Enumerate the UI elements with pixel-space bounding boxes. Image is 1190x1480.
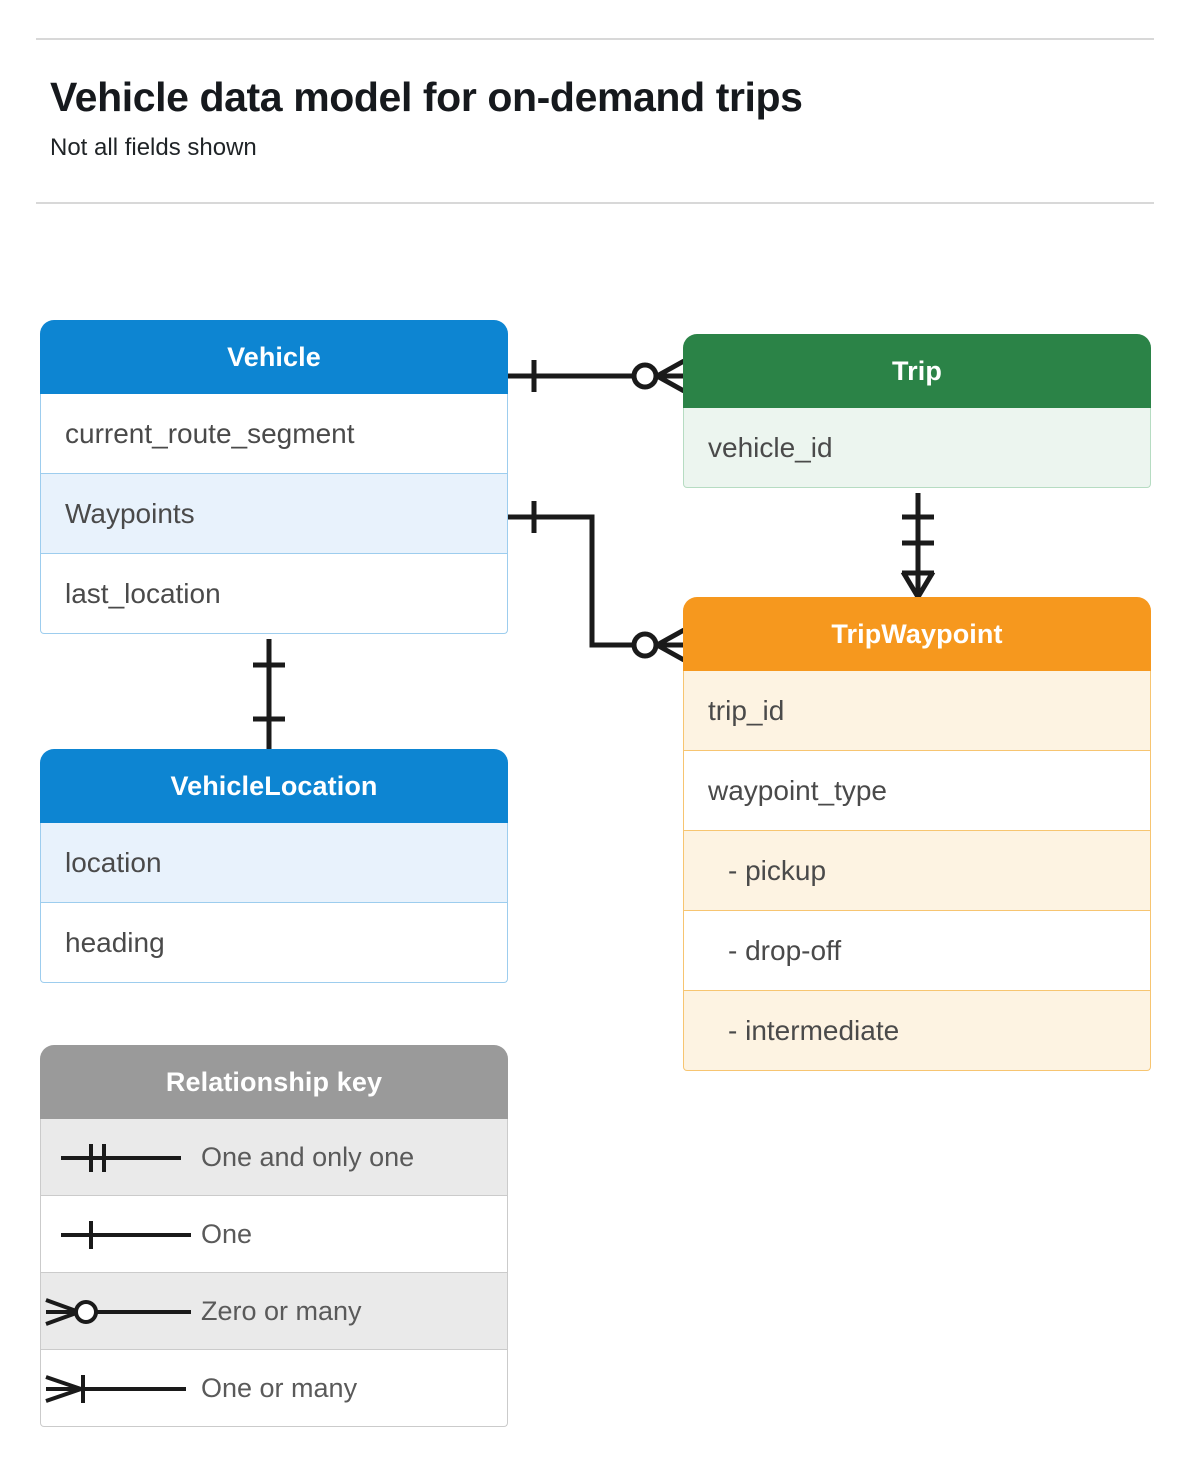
header-divider-top — [36, 38, 1154, 40]
legend-label-one-or-many: One or many — [201, 1372, 358, 1403]
page-title: Vehicle data model for on-demand trips — [50, 74, 803, 120]
entity-vehiclelocation-title: VehicleLocation — [40, 749, 508, 823]
legend-item-one-or-many: One or many — [40, 1350, 508, 1427]
entity-vehicle-title: Vehicle — [40, 320, 508, 394]
field-last-location[interactable]: last_location — [40, 554, 508, 634]
entity-vehicle[interactable]: Vehicle current_route_segment Waypoints … — [40, 320, 508, 634]
field-trip-id[interactable]: trip_id — [683, 671, 1151, 751]
one-or-many-icon — [41, 1350, 201, 1427]
legend-label-one: One — [201, 1218, 253, 1249]
entity-vehiclelocation[interactable]: VehicleLocation location heading — [40, 749, 508, 983]
legend-item-one-and-only-one: One and only one — [40, 1119, 508, 1196]
header-divider-bottom — [36, 202, 1154, 204]
legend-label-one-and-only-one: One and only one — [201, 1141, 415, 1172]
legend-label-zero-or-many: Zero or many — [201, 1295, 362, 1326]
field-location[interactable]: location — [40, 823, 508, 903]
enum-drop-off[interactable]: - drop-off — [683, 911, 1151, 991]
connector-waypoints-tripwaypoint — [508, 501, 686, 663]
field-waypoint-type[interactable]: waypoint_type — [683, 751, 1151, 831]
connector-vehicle-vehiclelocation — [253, 639, 285, 749]
connector-vehicle-trip — [508, 358, 686, 394]
field-current-route-segment[interactable]: current_route_segment — [40, 394, 508, 474]
field-vehicle-id[interactable]: vehicle_id — [683, 408, 1151, 488]
page-subtitle: Not all fields shown — [50, 134, 257, 161]
entity-trip-title: Trip — [683, 334, 1151, 408]
legend-item-zero-or-many: Zero or many — [40, 1273, 508, 1350]
field-heading[interactable]: heading — [40, 903, 508, 983]
legend-title: Relationship key — [40, 1045, 508, 1119]
entity-trip[interactable]: Trip vehicle_id — [683, 334, 1151, 488]
zero-or-many-icon — [41, 1273, 201, 1350]
entity-tripwaypoint-title: TripWaypoint — [683, 597, 1151, 671]
one-icon — [41, 1196, 201, 1273]
enum-pickup[interactable]: - pickup — [683, 831, 1151, 911]
legend-item-one: One — [40, 1196, 508, 1273]
legend-relationship-key: Relationship key One and only one — [40, 1045, 508, 1427]
one-and-only-one-icon — [41, 1119, 201, 1196]
connector-trip-tripwaypoint — [900, 493, 936, 599]
entity-tripwaypoint[interactable]: TripWaypoint trip_id waypoint_type - pic… — [683, 597, 1151, 1071]
enum-intermediate[interactable]: - intermediate — [683, 991, 1151, 1071]
field-waypoints[interactable]: Waypoints — [40, 474, 508, 554]
